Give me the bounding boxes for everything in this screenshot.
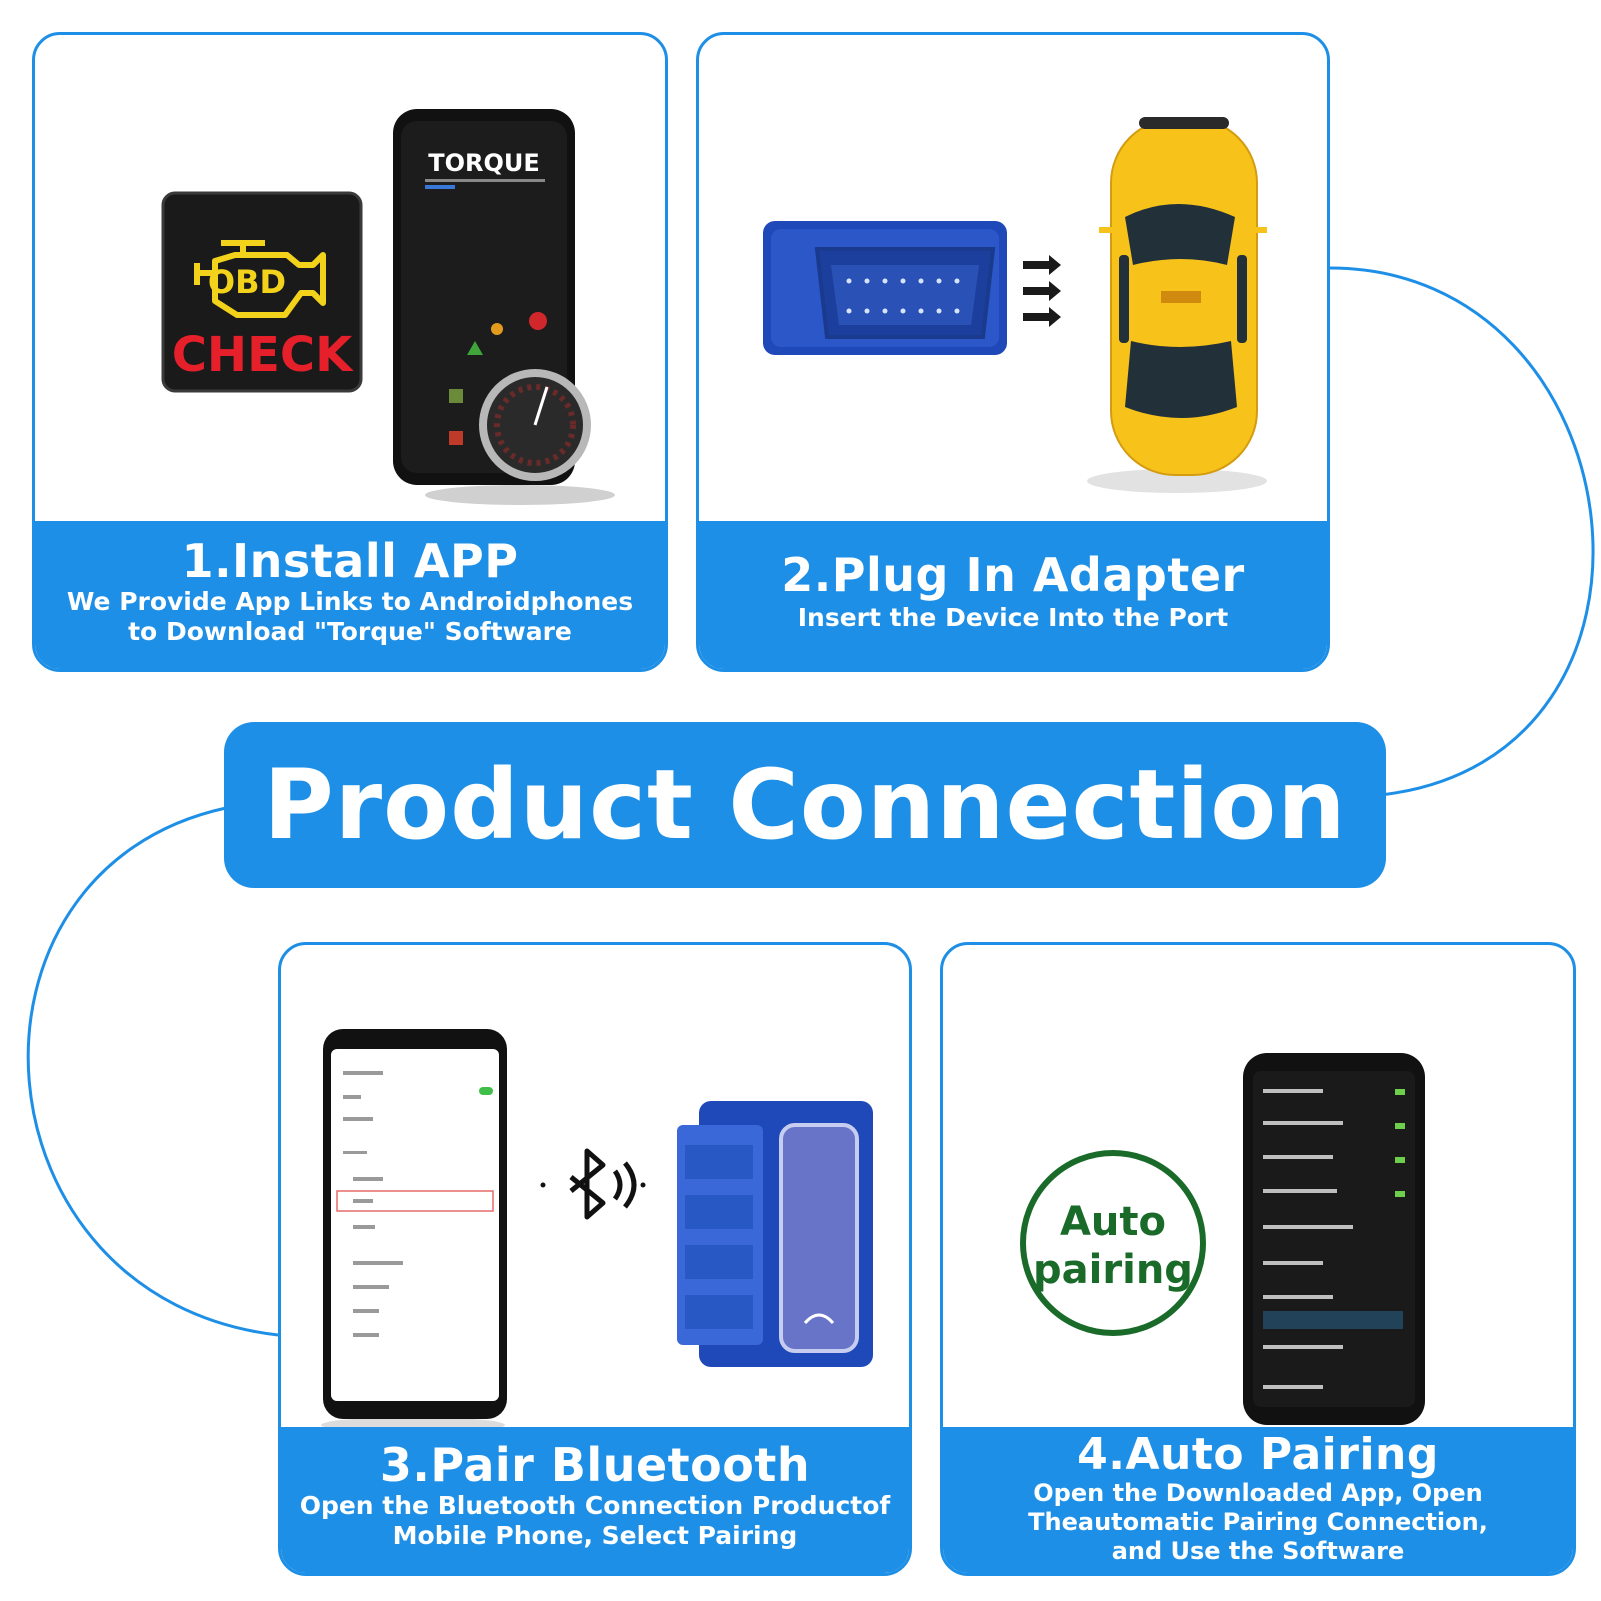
engine-check-icon: OBD CHECK — [161, 191, 363, 393]
step3-illustration — [321, 1029, 873, 1433]
step-card-plug-in-adapter: 2.Plug In Adapter Insert the Device Into… — [696, 32, 1330, 672]
bluetooth-icon — [540, 1148, 646, 1220]
phone-icon — [1243, 1053, 1425, 1425]
arrow-right-icon — [1023, 255, 1061, 327]
stamp-word-pairing: pairing — [1033, 1247, 1193, 1293]
phone-icon: TORQUE — [393, 109, 615, 505]
step-card-install-app: OBD CHECK TORQUE 1.Install APP We Pr — [32, 32, 668, 672]
step1-caption: 1.Install APP We Provide App Links to An… — [35, 521, 665, 669]
phone-icon — [321, 1029, 507, 1433]
step2-title: 2.Plug In Adapter — [781, 548, 1245, 602]
step2-description: Insert the Device Into the Port — [797, 603, 1229, 632]
step4-illustration: Auto pairing — [1020, 1053, 1425, 1425]
obd-adapter-icon — [677, 1101, 873, 1367]
step4-title: 4.Auto Pairing — [1077, 1429, 1439, 1480]
step-card-pair-bluetooth: 3.Pair Bluetooth Open the Bluetooth Conn… — [278, 942, 912, 1576]
step3-description: Open the Bluetooth Connection Productof … — [299, 1491, 891, 1550]
phone-app-title: TORQUE — [428, 149, 540, 177]
step-card-auto-pairing: Auto pairing 4.Auto Pairing Open the Dow… — [940, 942, 1576, 1576]
obd-label: OBD — [208, 263, 286, 301]
step2-caption: 2.Plug In Adapter Insert the Device Into… — [699, 521, 1327, 669]
step2-illustration — [763, 117, 1267, 493]
step3-caption: 3.Pair Bluetooth Open the Bluetooth Conn… — [281, 1427, 909, 1573]
step1-title: 1.Install APP — [181, 534, 519, 588]
step1-illustration: OBD CHECK TORQUE — [161, 109, 615, 505]
page-title: Product Connection Steps — [224, 722, 1386, 1027]
step1-description: We Provide App Links to Androidphones to… — [66, 587, 634, 646]
car-icon — [1087, 117, 1267, 493]
auto-pairing-stamp-icon: Auto pairing — [1020, 1150, 1206, 1336]
check-label: CHECK — [172, 327, 354, 383]
obd-adapter-icon — [763, 221, 1007, 355]
step4-caption: 4.Auto Pairing Open the Downloaded App, … — [943, 1427, 1573, 1573]
gauge-icon — [479, 369, 591, 481]
stamp-word-auto: Auto — [1060, 1199, 1166, 1245]
step4-description: Open the Downloaded App, Open Theautomat… — [1028, 1479, 1488, 1565]
step3-title: 3.Pair Bluetooth — [379, 1438, 811, 1492]
